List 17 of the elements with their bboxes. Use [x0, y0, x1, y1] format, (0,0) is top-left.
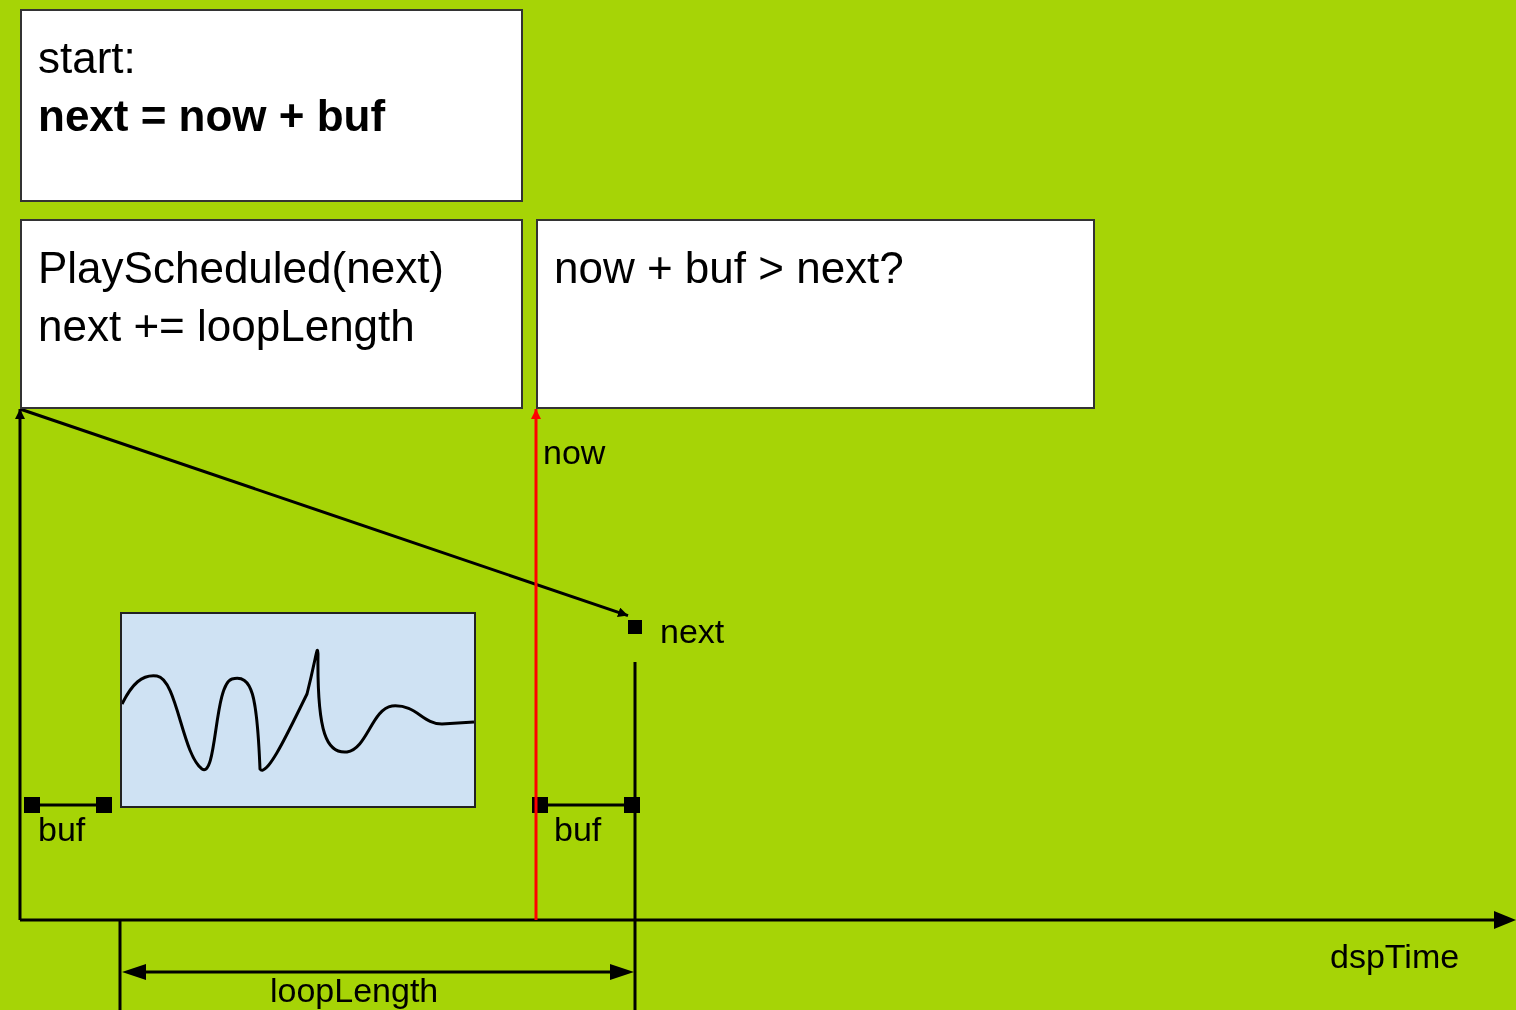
code-text: PlayScheduled(next): [38, 242, 444, 294]
dimension-label: buf: [38, 810, 86, 848]
waveform-drawing: [120, 612, 476, 808]
code-box: [20, 219, 523, 409]
code-text: start:: [38, 32, 136, 84]
arrow: [19, 407, 629, 618]
code-box: [536, 219, 1095, 409]
axis-label: dspTime: [1330, 937, 1460, 975]
code-text: next += loopLength: [38, 300, 415, 352]
dimension-label: loopLength: [270, 971, 439, 1009]
arrow: [15, 409, 25, 920]
arrow: [531, 409, 541, 920]
code-text: now + buf > next?: [554, 242, 904, 294]
code-box: [20, 9, 523, 202]
point-label: next: [660, 612, 725, 650]
dimension-label: buf: [554, 810, 602, 848]
code-text: next = now + buf: [38, 90, 386, 142]
